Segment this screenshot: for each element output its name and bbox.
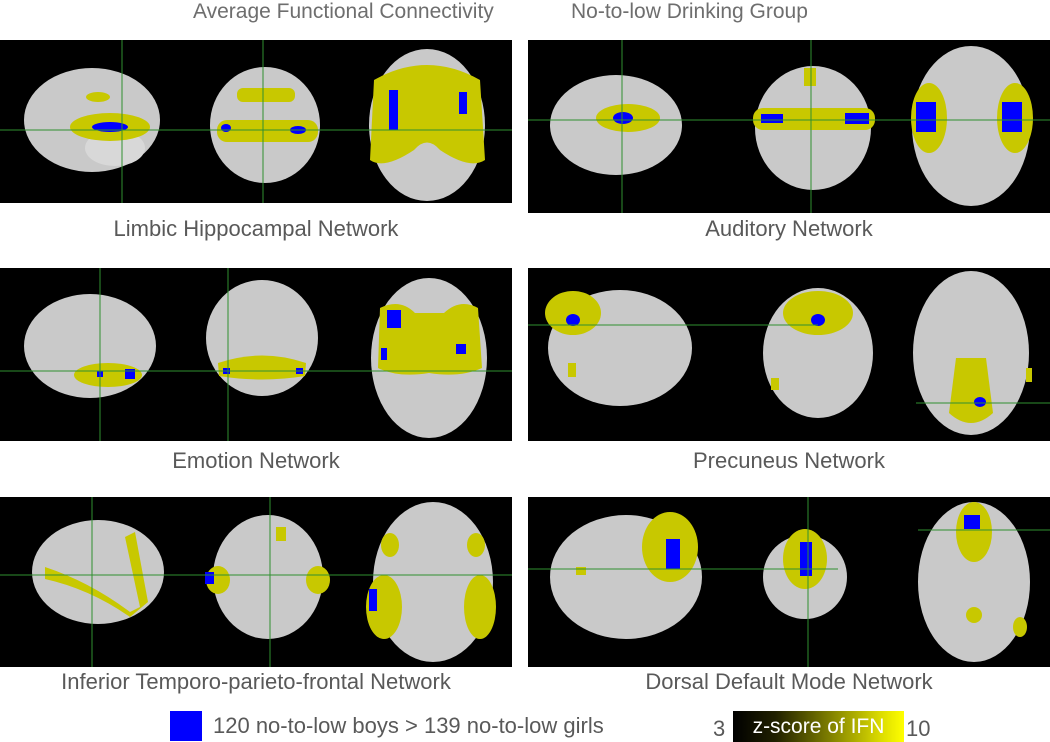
axial-slice xyxy=(366,502,496,662)
difference-legend-label: 120 no-to-low boys > 139 no-to-low girls xyxy=(213,713,604,738)
axial-slice xyxy=(913,271,1032,435)
auditory-caption: Auditory Network xyxy=(705,216,873,241)
group-title: No-to-low Drinking Group xyxy=(571,0,808,23)
axial-slice xyxy=(369,49,485,201)
axial-slice xyxy=(918,502,1030,662)
coronal-slice xyxy=(206,280,318,396)
colorbar: z-score of IFN xyxy=(733,711,904,742)
coronal-slice xyxy=(205,515,330,639)
colorbar-min: 3 xyxy=(713,716,726,741)
limbic-hippocampal-panel xyxy=(0,40,512,203)
dorsal-default-mode-panel xyxy=(528,497,1050,667)
emotion-panel xyxy=(0,268,512,441)
dorsal-default-mode-caption: Dorsal Default Mode Network xyxy=(645,669,933,694)
auditory-panel xyxy=(528,40,1050,213)
limbic-hippocampal-caption: Limbic Hippocampal Network xyxy=(113,216,399,241)
sagittal-slice xyxy=(24,294,156,398)
sagittal-slice xyxy=(24,68,160,172)
main-title: Average Functional Connectivity xyxy=(193,0,494,23)
sagittal-slice xyxy=(32,520,164,624)
axial-slice xyxy=(911,46,1033,206)
emotion-caption: Emotion Network xyxy=(172,448,340,473)
coronal-slice xyxy=(210,67,320,183)
difference-legend-swatch xyxy=(170,711,202,741)
sagittal-slice xyxy=(545,290,692,406)
precuneus-caption: Precuneus Network xyxy=(693,448,885,473)
inferior-temporo-parieto-frontal-panel xyxy=(0,497,512,667)
axial-slice xyxy=(371,278,487,438)
precuneus-panel xyxy=(528,268,1050,441)
coronal-slice xyxy=(763,529,847,619)
inferior-temporo-parieto-frontal-caption: Inferior Temporo-parieto-frontal Network xyxy=(61,669,451,694)
colorbar-label: z-score of IFN xyxy=(752,715,885,738)
coronal-slice xyxy=(763,288,873,418)
sagittal-slice xyxy=(550,75,682,175)
sagittal-slice xyxy=(550,512,702,639)
colorbar-max: 10 xyxy=(906,716,931,741)
coronal-slice xyxy=(753,66,875,190)
